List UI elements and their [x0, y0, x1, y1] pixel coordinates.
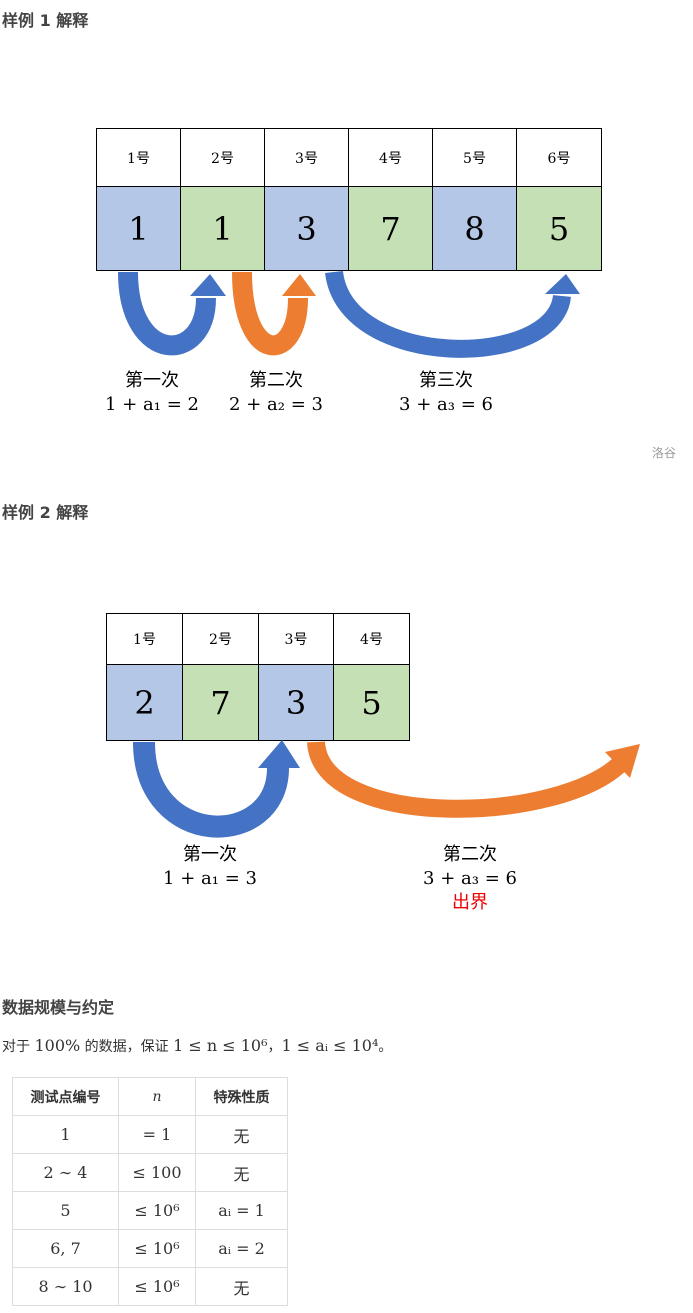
- step-label: 第一次: [183, 844, 237, 865]
- cell-value: 1: [96, 186, 181, 271]
- cell-header: 4号: [333, 613, 410, 665]
- arrow-orange-icon: [307, 740, 640, 818]
- step-2: 第二次 2 + a₂ = 3: [229, 369, 323, 417]
- cell-header: 2号: [182, 613, 259, 665]
- constraints-heading: 数据规模与约定: [2, 998, 115, 1017]
- step-3: 第三次 3 + a₃ = 6: [399, 369, 493, 417]
- step-label: 第一次: [125, 370, 179, 391]
- cell-header: 5号: [432, 128, 517, 187]
- step-label: 第三次: [419, 370, 473, 391]
- step-formula: 1 + a₁ = 3: [163, 868, 257, 889]
- cell-value: 3: [264, 186, 349, 271]
- column-header: n: [118, 1077, 196, 1116]
- step-formula: 2 + a₂ = 3: [229, 394, 323, 415]
- sample2-heading: 样例 2 解释: [2, 503, 89, 522]
- step-label: 第二次: [249, 370, 303, 391]
- table-header-row: 测试点编号 n 特殊性质: [12, 1077, 288, 1116]
- out-of-bounds-note: 出界: [452, 892, 488, 913]
- cell-header: 1号: [106, 613, 183, 665]
- cell-value: 2: [106, 664, 183, 741]
- arrow-blue-icon: [133, 740, 300, 838]
- cell-value: 5: [516, 186, 602, 271]
- step-label: 第二次: [443, 844, 497, 865]
- cell-value: 8: [432, 186, 517, 271]
- constraints-text: 对于 100% 的数据，保证 1 ≤ n ≤ 10⁶，1 ≤ aᵢ ≤ 10⁴。: [2, 1036, 393, 1055]
- cell-value: 3: [258, 664, 334, 741]
- cell-value: 7: [182, 664, 259, 741]
- step-formula: 1 + a₁ = 2: [105, 394, 199, 415]
- step-formula: 3 + a₃ = 6: [423, 868, 517, 889]
- step-formula: 3 + a₃ = 6: [399, 394, 493, 415]
- cell-value: 5: [333, 664, 410, 741]
- sample1-heading: 样例 1 解释: [2, 11, 89, 30]
- cell-header: 4号: [348, 128, 433, 187]
- cell-header: 6号: [516, 128, 602, 187]
- column-header: 特殊性质: [195, 1077, 288, 1116]
- cell-value: 7: [348, 186, 433, 271]
- step-2: 第二次 3 + a₃ = 6 出界: [423, 843, 517, 915]
- cell-header: 3号: [258, 613, 334, 665]
- arrow-blue-icon: [118, 271, 226, 356]
- arrow-blue-icon: [325, 270, 580, 358]
- step-1: 第一次 1 + a₁ = 2: [105, 369, 199, 417]
- jump-arrows: [118, 270, 580, 358]
- watermark: 洛谷: [652, 446, 677, 460]
- step-1: 第一次 1 + a₁ = 3: [163, 843, 257, 891]
- column-header: 测试点编号: [12, 1077, 119, 1116]
- jump-arrows: [133, 740, 640, 838]
- cell-value: 1: [180, 186, 265, 271]
- arrow-orange-icon: [232, 271, 316, 356]
